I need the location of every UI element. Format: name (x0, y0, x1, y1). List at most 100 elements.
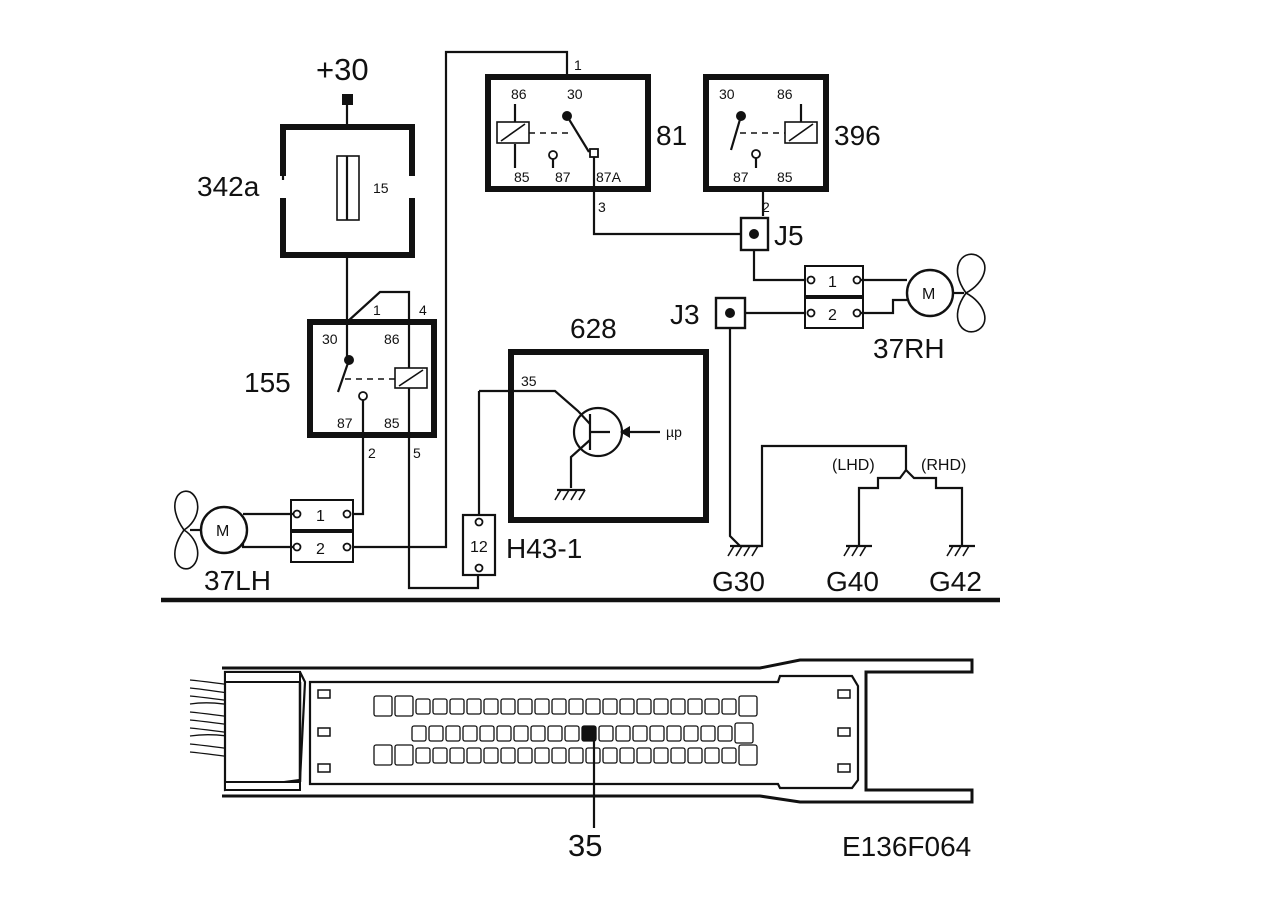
pin-label: 1 (316, 508, 325, 525)
pin-cavity (649, 725, 665, 742)
pin-cavity (466, 698, 482, 715)
motor-wire (861, 298, 907, 315)
connector-h43-1: 12 H43-1 (461, 391, 582, 577)
pin-cavity (568, 747, 584, 764)
pin-cavity (598, 725, 614, 742)
fuse-number: 15 (373, 180, 389, 196)
pin-cavity (394, 695, 414, 717)
pin-cavity (449, 698, 465, 715)
pin-cavity (415, 698, 431, 715)
wire-ground-lhd (857, 469, 907, 545)
fuse-box-gap-right (405, 176, 419, 198)
ecu-628-label: 628 (570, 313, 617, 344)
pin-label: 2 (828, 307, 837, 324)
ground-symbol-icon (554, 488, 586, 501)
pin-cavity (466, 747, 482, 764)
junction-j3-label: J3 (670, 299, 700, 330)
ecu-input-label: µp (666, 424, 682, 440)
pin-cavity (551, 747, 567, 764)
wire-label: 1 (574, 57, 582, 73)
pin-cavity (513, 725, 529, 742)
pin-cavity (483, 698, 499, 715)
pin-cavity (738, 744, 758, 766)
pin-cavity (551, 698, 567, 715)
pin-cavity (717, 725, 733, 742)
pin-cavity (636, 698, 652, 715)
pin-cavity (602, 698, 618, 715)
pin-cavity (415, 747, 431, 764)
pin-cavity (411, 725, 427, 742)
junction-j3: J3 (670, 296, 747, 330)
pin-cavity (615, 725, 631, 742)
wire-155-1: 1 (373, 302, 381, 318)
pin-label: 1 (828, 274, 837, 291)
junction-j3-dot (725, 308, 735, 318)
pin-cavity (687, 747, 703, 764)
pin-cavity (547, 725, 563, 742)
pin-cavity (530, 725, 546, 742)
transistor-emitter (569, 439, 591, 488)
pin-cavity (373, 695, 393, 717)
ground-symbol-icon (843, 544, 872, 557)
clamp-bottom (224, 781, 301, 791)
transistor-collector (479, 389, 591, 425)
terminal-icon (852, 275, 862, 285)
pin-label: 87 (733, 169, 749, 185)
plug-pin-grid (373, 695, 758, 766)
pin-cavity (496, 725, 512, 742)
pin-label: 86 (777, 86, 793, 102)
terminal-icon (342, 509, 352, 519)
junction-j5-dot (749, 229, 759, 239)
motor-lh-label: 37LH (204, 565, 271, 596)
wire-j3-ground (728, 328, 741, 547)
terminal-icon (806, 275, 816, 285)
pin-label: 30 (322, 331, 338, 347)
supply-terminal: +30 (316, 52, 369, 105)
terminal-icon (852, 308, 862, 318)
pin-cavity (479, 725, 495, 742)
wire-label: 5 (413, 445, 421, 461)
coil-diag (788, 123, 814, 142)
ground-g30-label: G30 (712, 566, 765, 597)
pin-35-cavity (581, 725, 597, 742)
pin-cavity (632, 725, 648, 742)
plug-pin-label: 35 (568, 828, 602, 863)
coil-diag (500, 123, 526, 142)
pin-cavity (394, 744, 414, 766)
pin-label: 86 (511, 86, 527, 102)
relay-switch-arm (729, 115, 743, 151)
coil-diag (398, 369, 424, 387)
pin-cavity (517, 698, 533, 715)
relay-155: 1 4 30 86 87 85 155 (244, 290, 437, 438)
pin-cavity (534, 698, 550, 715)
pin-label: 2 (316, 541, 325, 558)
ground-g42-label: G42 (929, 566, 982, 597)
fan-blade-icon (956, 253, 986, 295)
fan-blade-icon (956, 291, 986, 333)
pin-cavity (428, 725, 444, 742)
supply-terminal-icon (342, 94, 353, 105)
pin-cavity (449, 747, 465, 764)
wire-155-5 (407, 435, 480, 590)
relay-81: 86 30 85 87 87A 81 (485, 74, 687, 192)
connector-label: H43-1 (506, 533, 582, 564)
wire-j5-motor (752, 250, 807, 282)
motor-rh-label: 37RH (873, 333, 945, 364)
pin-cavity (432, 747, 448, 764)
lhd-label: (LHD) (832, 457, 875, 474)
pin-cavity (738, 695, 758, 717)
pin-cavity (687, 698, 703, 715)
motor-37rh: 1 2 M 37RH (804, 253, 986, 364)
wire-label: 3 (598, 199, 606, 215)
pin-cavity (432, 698, 448, 715)
pin-cavity (636, 747, 652, 764)
motor-symbol: M (216, 523, 229, 540)
plug-cable-clamp (223, 670, 307, 792)
pin-cavity (721, 698, 737, 715)
pin-cavity (483, 747, 499, 764)
pin-label: 85 (514, 169, 530, 185)
fan-blade-icon (174, 490, 199, 532)
pin-cavity (619, 698, 635, 715)
pin-label: 87A (596, 169, 622, 185)
